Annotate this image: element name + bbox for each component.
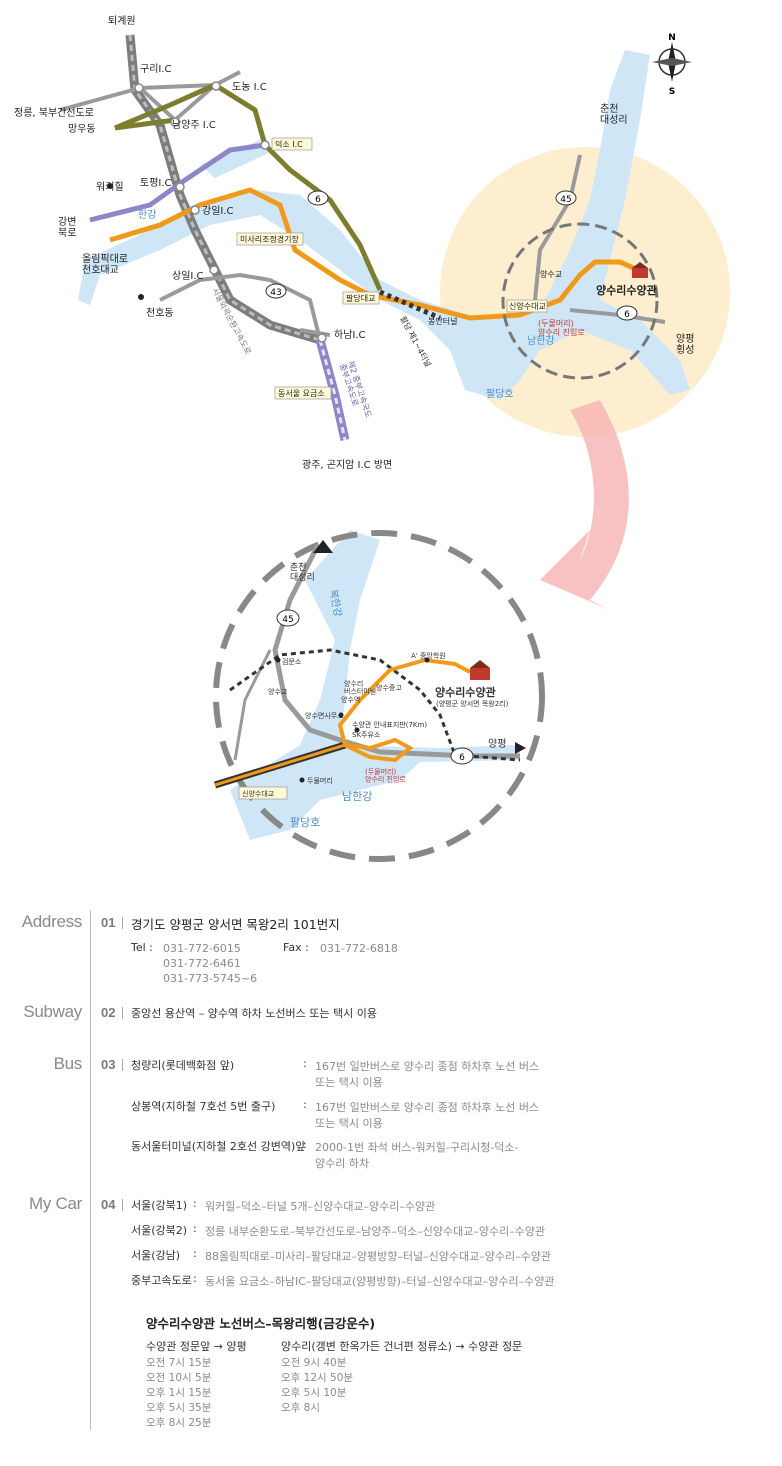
svg-text:광주, 곤지암 I.C 방면: 광주, 곤지암 I.C 방면	[302, 459, 392, 471]
svg-text:6: 6	[459, 753, 465, 763]
label-toegyewon: 퇴계원	[108, 15, 136, 27]
svg-text:6: 6	[624, 310, 630, 320]
svg-text:천호동: 천호동	[146, 307, 174, 319]
zoom-circle	[501, 222, 659, 380]
svg-text:남한강: 남한강	[527, 335, 555, 347]
svg-text:봉안터널: 봉안터널	[428, 316, 457, 326]
shuttle-title: 양수리수양관 노선버스–목왕리행(금강운수)	[146, 1316, 376, 1331]
bus-row-name: 상봉역(지하철 7호선 5번 출구)	[131, 1100, 276, 1113]
bus-label: Bus	[53, 1054, 83, 1073]
svg-text:망우동: 망우동	[68, 123, 96, 135]
river-bukhangang	[230, 530, 520, 840]
svg-text:상일I.C: 상일I.C	[172, 270, 204, 282]
directions-info: Address 01 경기도 양평군 양서면 목왕2리 101번지 Tel : …	[21, 910, 555, 1430]
mycar-row-name: 서울(강북1)	[131, 1199, 188, 1212]
svg-text:(두물머리)양수리 진입로: (두물머리)양수리 진입로	[538, 319, 585, 337]
svg-text:동서울 요금소: 동서울 요금소	[278, 389, 325, 398]
svg-text:한강: 한강	[138, 209, 156, 221]
svg-text:양수리수양관: 양수리수양관	[596, 283, 657, 297]
address-label: Address	[21, 912, 83, 931]
svg-text:양수교: 양수교	[540, 270, 562, 279]
svg-text:수양관 안내표지판(7Km): 수양관 안내표지판(7Km)	[352, 720, 427, 729]
svg-text:검문소: 검문소	[282, 658, 302, 666]
svg-text:N: N	[668, 33, 676, 43]
svg-text:S: S	[669, 87, 675, 97]
svg-text:양수중고: 양수중고	[376, 684, 402, 692]
north-arrow-icon	[313, 540, 333, 553]
compass-icon: N S	[652, 33, 692, 97]
purple-route	[89, 142, 266, 223]
svg-text:A' 중앙학원: A' 중앙학원	[411, 651, 446, 660]
svg-text:신양수대교: 신양수대교	[242, 789, 275, 798]
svg-text:43: 43	[270, 288, 281, 298]
subway-text: 중앙선 용산역 – 양수역 하차 노선버스 또는 택시 이용	[131, 1007, 377, 1020]
svg-text:45: 45	[560, 195, 571, 205]
tel-label: Tel :	[131, 941, 153, 954]
svg-text:정릉, 북부간선도로: 정릉, 북부간선도로	[14, 107, 94, 119]
resort-icon	[632, 262, 648, 278]
svg-text:두물머리: 두물머리	[307, 776, 333, 785]
overview-map: 6 45 43 6 퇴계원 구리I.C 도농 I.C 정릉, 북부간선도로 망우…	[14, 15, 730, 471]
svg-text:신양수대교: 신양수대교	[509, 302, 546, 311]
zoom-arrow	[540, 400, 629, 610]
subway-label: Subway	[23, 1002, 82, 1021]
svg-text:북한강: 북한강	[327, 588, 344, 617]
mycar-label: My Car	[29, 1194, 82, 1213]
route-shields	[265, 190, 638, 321]
svg-text:남양주 I.C: 남양주 I.C	[172, 119, 216, 131]
svg-text:(양평군 양서면 목왕2리): (양평군 양서면 목왕2리)	[436, 699, 509, 708]
svg-text:팔당호: 팔당호	[290, 816, 320, 829]
mycar-row-name: 서울(강남)	[131, 1249, 181, 1262]
svg-text:팔당대교: 팔당대교	[346, 293, 375, 303]
svg-text:양수교: 양수교	[268, 688, 288, 696]
svg-text:강일I.C: 강일I.C	[202, 205, 234, 217]
bus-row-name: 동서울터미널(지하철 2호선 강변역)앞	[131, 1140, 306, 1153]
svg-text:도농 I.C: 도농 I.C	[232, 81, 267, 93]
ic-points	[134, 81, 327, 343]
svg-text:양수면사무소: 양수면사무소	[305, 711, 344, 720]
mycar-row-name: 서울(강북2)	[131, 1224, 188, 1237]
svg-text:남한강: 남한강	[342, 790, 372, 803]
svg-text:덕소 I.C: 덕소 I.C	[275, 139, 303, 149]
svg-text:하남I.C: 하남I.C	[334, 328, 366, 341]
svg-text:45: 45	[282, 615, 293, 625]
resort-icon-detail	[470, 660, 490, 680]
shuttle-col1-head: 수양관 정문앞 → 양평	[146, 1340, 247, 1353]
svg-text:토평I.C: 토평I.C	[140, 177, 172, 189]
fax-label: Fax :	[283, 941, 309, 954]
tunnel-section	[379, 289, 441, 321]
svg-text:구리I.C: 구리I.C	[140, 63, 172, 75]
svg-text:양수역: 양수역	[341, 695, 360, 704]
svg-text:SK주유소: SK주유소	[352, 731, 381, 739]
river-hangang	[78, 50, 690, 400]
river-branch	[200, 140, 275, 178]
svg-text:(두물머리)양수리 진입로: (두물머리)양수리 진입로	[365, 767, 406, 784]
shuttle-col2-head: 양수리(갱변 한옥가든 건너편 정류소) → 수양관 정문	[281, 1340, 523, 1353]
svg-text:양평: 양평	[488, 738, 506, 750]
mycar-row-name: 중부고속도로	[131, 1274, 192, 1287]
svg-text:워커힐: 워커힐	[96, 180, 124, 193]
svg-text:팔당호: 팔당호	[486, 388, 514, 400]
east-arrow-icon	[515, 742, 526, 754]
bus-row-name: 청량리(롯데백화점 앞)	[131, 1059, 235, 1072]
detail-boundary	[213, 530, 545, 862]
svg-text:6: 6	[315, 195, 321, 205]
directions-map: 6 45 43 6 퇴계원 구리I.C 도농 I.C 정릉, 북부간선도로 망우…	[14, 15, 730, 862]
svg-text:양수리수양관: 양수리수양관	[435, 685, 496, 699]
svg-text:미사리조정경기장: 미사리조정경기장	[240, 234, 300, 244]
address-text: 경기도 양평군 양서면 목왕2리 101번지	[131, 917, 340, 932]
jungbu-expressway	[315, 338, 350, 441]
railway-line	[229, 648, 521, 762]
